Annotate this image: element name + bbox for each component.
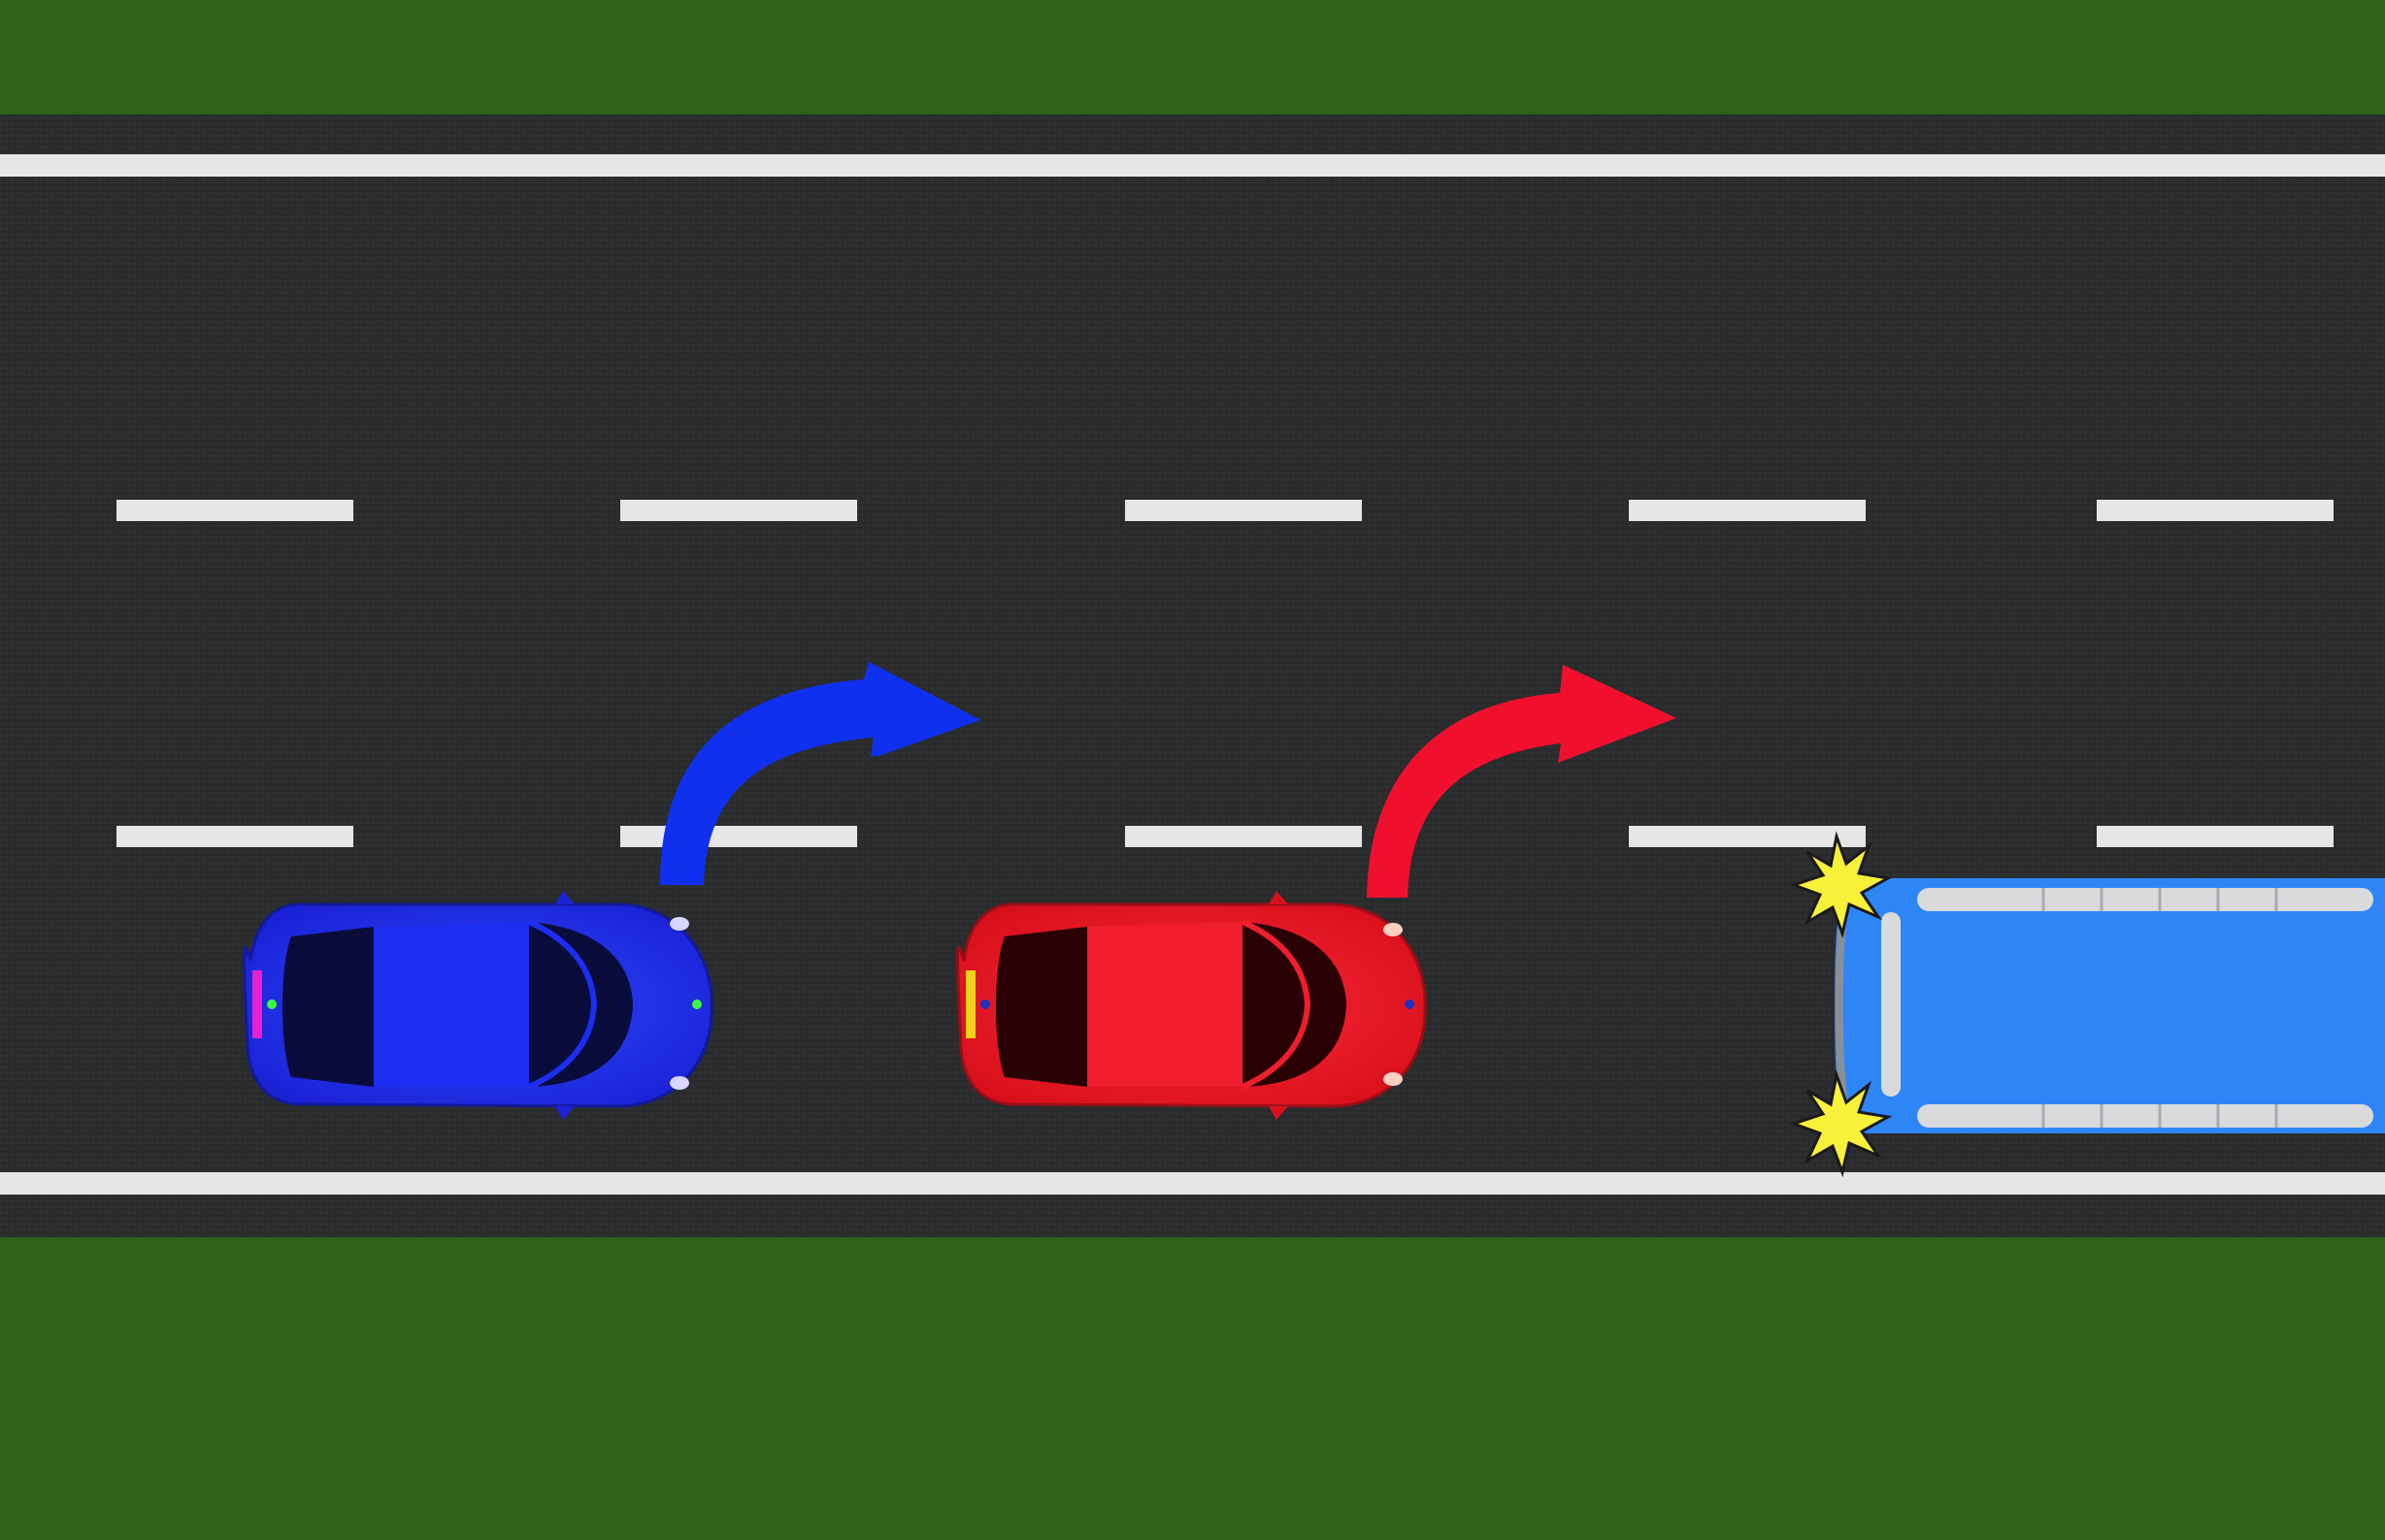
red-car-icon	[956, 891, 1427, 1120]
impact-burst-icon	[1789, 831, 1893, 939]
blue-car-icon	[243, 891, 713, 1120]
blue-lane-change-arrow-icon	[660, 662, 980, 885]
grass-bottom	[0, 1237, 2385, 1540]
lane-divider-upper	[116, 500, 2334, 521]
grass-top	[0, 0, 2385, 115]
impact-burst-icon	[1789, 1069, 1893, 1178]
edge-line-top	[0, 154, 2385, 177]
red-lane-change-arrow-icon	[1367, 665, 1676, 898]
bus-icon	[1835, 878, 2385, 1133]
edge-line-bottom	[0, 1172, 2385, 1195]
